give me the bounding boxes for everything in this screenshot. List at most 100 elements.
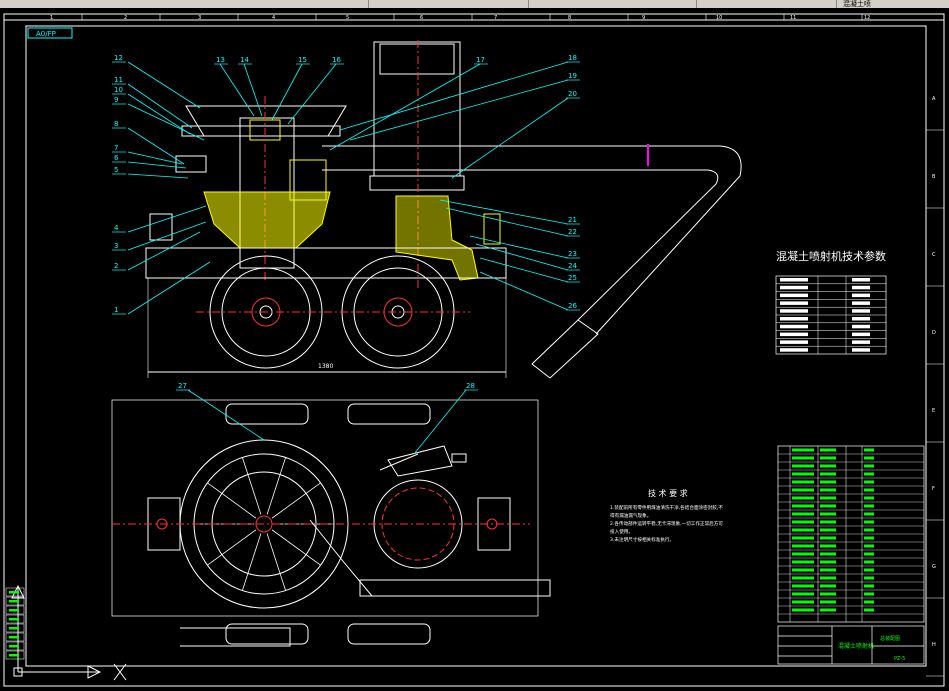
layer-cell	[5, 587, 25, 597]
bom-cell-name	[820, 448, 836, 452]
bom-cell-code	[792, 456, 814, 460]
grid-ref-label: 4	[272, 15, 275, 21]
bom-cell-code	[792, 528, 814, 532]
bom-cell-material	[864, 448, 874, 452]
tech-line-4: 投入使用。	[610, 528, 633, 535]
bom-cell-name	[820, 552, 836, 556]
param-cell-value	[852, 332, 870, 337]
rear-bracket	[483, 213, 501, 245]
bom-cell-code	[792, 504, 814, 508]
bom-cell-material	[864, 536, 874, 540]
part-number: 9	[114, 96, 118, 104]
part-number: 20	[568, 90, 577, 98]
motor-cap	[379, 43, 455, 75]
tab-5[interactable]: 混凝土喷	[836, 0, 949, 8]
discharge-pipe	[309, 519, 373, 597]
plan-view	[111, 399, 551, 647]
param-cell-text	[780, 278, 808, 282]
grid-ref-side-label: H	[932, 642, 936, 648]
layer-cell	[5, 614, 25, 624]
tab-3[interactable]	[528, 0, 695, 8]
part-number: 1	[114, 306, 118, 314]
param-cell-text	[780, 324, 808, 329]
bom-cell-material	[864, 488, 874, 492]
part-number: 5	[114, 166, 118, 174]
bom-cell-name	[820, 520, 836, 524]
leader-line	[127, 231, 201, 271]
grid-ref-label: 12	[864, 15, 870, 21]
grid-ref-side-label: B	[932, 174, 936, 180]
bom-cell-name	[820, 576, 836, 580]
bom-cell-material	[864, 568, 874, 572]
param-cell-value	[852, 278, 870, 282]
part-number: 12	[114, 54, 123, 62]
param-cell-value	[852, 348, 870, 352]
part-number: 13	[216, 56, 225, 64]
part-number: 8	[114, 120, 118, 128]
leader-line	[243, 63, 263, 117]
part-number: 21	[568, 216, 577, 224]
bom-cell-code	[792, 552, 814, 556]
leader-line	[349, 79, 569, 141]
rotor-spoke	[207, 482, 257, 519]
leader-line	[127, 205, 207, 233]
part-number: 26	[568, 302, 577, 310]
hose-lower	[322, 169, 719, 321]
leader-line	[479, 271, 569, 311]
bom-cell-code	[792, 584, 814, 588]
width-dimension: 1380	[318, 363, 333, 370]
bom-cell-code	[792, 576, 814, 580]
title-block-code: PZ-5	[894, 656, 905, 662]
bom-cell-code	[792, 464, 814, 468]
tab-2[interactable]	[368, 0, 525, 8]
grid-ref-label: 8	[568, 15, 571, 21]
layer-cell-text	[9, 609, 19, 612]
bom-cell-material	[864, 576, 874, 580]
leader-line	[479, 257, 569, 283]
grid-ref-label: 11	[790, 15, 796, 21]
leader-line	[271, 63, 303, 121]
layer-cell-text	[9, 654, 19, 657]
rotor-spoke	[271, 482, 321, 519]
bom-cell-name	[820, 512, 836, 516]
leader-line	[475, 243, 569, 271]
tab-4[interactable]	[696, 0, 843, 8]
layer-cell	[5, 605, 25, 615]
tow-bracket	[149, 213, 173, 241]
rotor-spoke	[241, 457, 262, 515]
part-number: 27	[178, 382, 187, 390]
leader-line	[127, 161, 187, 169]
gearbox-section	[395, 195, 479, 281]
leader-line	[287, 63, 337, 125]
leader-line	[413, 389, 467, 455]
rotor-spoke	[271, 529, 321, 566]
leader-line	[127, 83, 193, 129]
part-number: 28	[466, 382, 475, 390]
bom-cell-code	[792, 592, 814, 596]
bom-cell-material	[864, 512, 874, 516]
grid-ref-label: 2	[124, 15, 127, 21]
param-cell-value	[852, 293, 870, 298]
bom-cell-name	[820, 536, 836, 540]
hopper	[185, 105, 347, 137]
part-number: 3	[114, 242, 118, 250]
bom-cell-code	[792, 496, 814, 500]
bom-cell-name	[820, 600, 836, 604]
part-number: 24	[568, 262, 577, 270]
layer-cell	[5, 650, 25, 660]
grid-ref-label: 10	[716, 15, 722, 21]
air-fitting	[451, 453, 467, 463]
air-inlet	[175, 155, 207, 173]
grid-ref-label: 3	[198, 15, 201, 21]
wheel-plan-br	[347, 623, 431, 645]
part-number: 15	[298, 56, 307, 64]
leader-line	[127, 173, 189, 179]
bom-cell-code	[792, 472, 814, 476]
bom-cell-name	[820, 544, 836, 548]
bom-cell-name	[820, 568, 836, 572]
tech-line-3: 2.各传动部件运转平稳,无卡滞现象,一切工作正常后方可	[610, 520, 723, 527]
